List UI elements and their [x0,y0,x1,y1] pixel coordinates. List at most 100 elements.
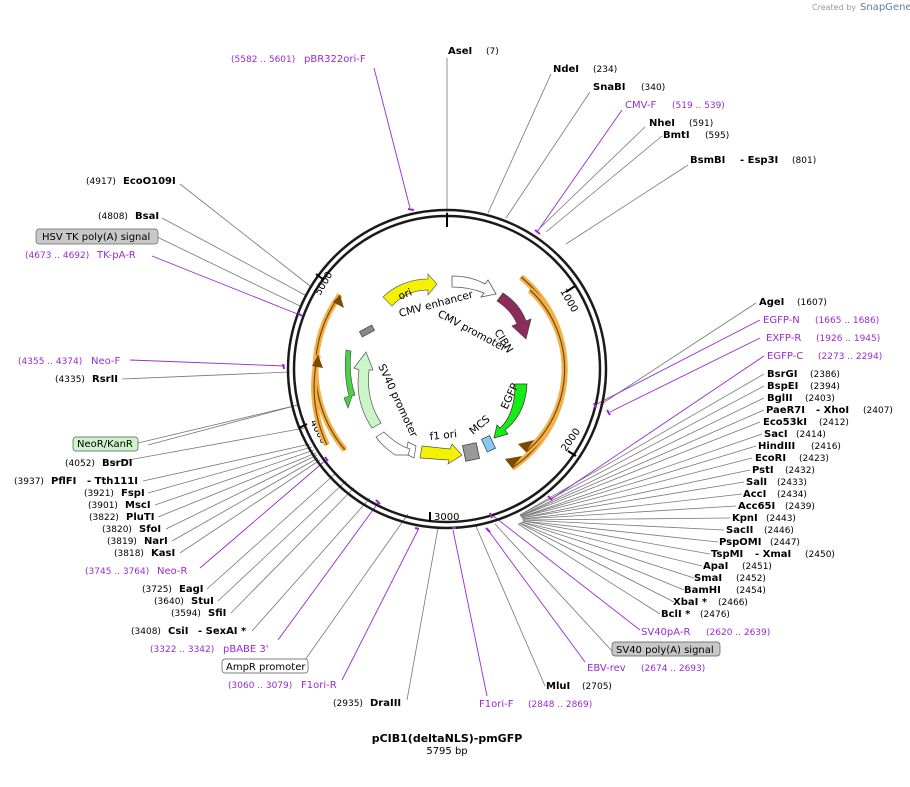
enzyme-eagi-pos: (3725) [142,585,172,595]
left-labels: (4917) EcoO109I (4808) BsaI HSV TK poly(… [14,176,401,709]
enzyme-pflfi: PflFI [51,476,76,487]
enzyme-acc65i: Acc65I [738,501,775,512]
plasmid-name: pCIB1(deltaNLS)-pmGFP [372,732,523,745]
enzyme-xhoi: - XhoI [816,405,849,416]
enzyme-rsrii: RsrII [92,374,118,385]
enzyme-paer7i: PaeR7I [766,405,805,416]
enzyme-bsrgi: BsrGI [767,369,797,380]
snapgene-logo: SnapGene [860,2,910,13]
primer-f1ori-f-pos: (2848 .. 2869) [528,700,592,710]
enzyme-eco53ki: Eco53kI [763,417,807,428]
enzyme-tspmi-pos: (2450) [805,550,835,560]
enzyme-kasi-pos: (3818) [114,549,144,559]
enzyme-sfii-pos: (3594) [171,609,201,619]
primer-tk-pa-r-pos: (4673 .. 4692) [25,251,89,261]
primer-pbr322ori-f: pBR322ori-F [304,54,366,65]
enzyme-sacii-pos: (2446) [764,526,794,536]
primer-f1ori-r-pos: (3060 .. 3079) [228,681,292,691]
enzyme-bsrdi-pos: (4052) [65,459,95,469]
enzyme-draiii: DraIII [370,698,401,709]
enzyme-sexai: - SexAI * [198,626,247,637]
enzyme-mlui: MluI [546,681,570,692]
enzyme-bsrdi: BsrDI [102,458,133,469]
neor-kanr-box [72,436,139,452]
enzyme-fspi-pos: (3921) [84,489,114,499]
feature-sv40-origin [375,431,411,456]
enzyme-tspmi: TspMI [711,549,743,560]
hsv-tk-polya-label: HSV TK poly(A) signal [42,232,150,243]
enzyme-apai-pos: (2451) [742,562,772,572]
enzyme-msci-pos: (3901) [88,501,118,511]
enzyme-xmai: - XmaI [755,549,791,560]
primer-egfp-c-pos: (2273 .. 2294) [818,352,882,362]
enzyme-bsmbi-pos: (801) [792,156,816,166]
enzyme-sali-pos: (2433) [777,478,807,488]
hsv-tk-polya-box [35,228,159,245]
feature-sv40-promoter [353,351,382,429]
feature-sv40-small-green [343,349,356,409]
enzyme-bspei-pos: (2394) [810,382,840,392]
primer-f1ori-r: F1ori-R [301,680,337,691]
enzyme-sacii: SacII [726,525,753,536]
enzyme-smai-pos: (2452) [736,574,766,584]
enzyme-ecori-pos: (2423) [799,454,829,464]
enzyme-agei: AgeI [759,297,784,308]
feature-egfp [493,383,528,439]
enzyme-esp3i: - Esp3I [740,155,778,166]
enzyme-nhei-pos: (591) [689,119,713,129]
primer-leader-lines [129,67,765,697]
plasmid-backbone [286,208,608,530]
feature-f1-ori [419,443,463,465]
enzyme-hindiii-pos: (2416) [811,442,841,452]
primer-pbabe-3: pBABE 3' [223,644,269,655]
ampr-promoter-box [221,658,309,674]
enzyme-saci: SacI [764,429,788,440]
enzyme-stui-pos: (3640) [154,597,184,607]
sv40-polya-box [611,641,721,657]
enzyme-mlui-pos: (2705) [582,682,612,692]
primer-exfp-r-pos: (1926 .. 1945) [816,334,880,344]
enzyme-acc65i-pos: (2439) [785,502,815,512]
primer-tk-pa-r: TK-pA-R [96,250,136,261]
enzyme-apai: ApaI [703,561,728,572]
enzyme-bsai: BsaI [135,211,159,222]
enzyme-kasi: KasI [151,548,175,559]
primer-egfp-n-pos: (1665 .. 1686) [815,316,879,326]
feature-gray-block [462,442,480,462]
enzyme-fspi: FspI [121,488,145,499]
primer-egfp-n: EGFP-N [763,315,800,326]
enzyme-hindiii: HindIII [758,441,795,452]
enzyme-ecori: EcoRI [755,453,786,464]
ruler-ticks [298,273,577,522]
top-labels: AseI (7) NdeI (234) SnaBI (340) CMV-F (5… [231,46,816,166]
enzyme-bmti: BmtI [663,130,690,141]
enzyme-ndei: NdeI [553,64,579,75]
ampr-promoter-label: AmpR promoter [226,662,306,673]
enzyme-xbai: XbaI * [673,597,708,608]
enzyme-bamhi: BamHI [684,585,721,596]
enzyme-bglii: BglII [767,393,793,404]
enzyme-pspomi: PspOMI [719,537,761,548]
enzyme-acci-pos: (2434) [777,490,807,500]
enzyme-pflfi-pos: (3937) [14,477,44,487]
enzyme-kpni: KpnI [732,513,758,524]
primer-sv40pa-r: SV40pA-R [641,627,690,638]
primer-pbabe-3-pos: (3322 .. 3342) [150,645,214,655]
primer-neo-f-pos: (4355 .. 4374) [18,357,82,367]
enzyme-bamhi-pos: (2454) [736,586,766,596]
enzyme-ecoo109i-pos: (4917) [86,177,116,187]
sv40-promoter-label: SV40 promoter [375,362,420,440]
enzyme-tth111i: - Tth111I [87,476,138,487]
primer-ebv-rev: EBV-rev [587,663,626,674]
primer-exfp-r: EXFP-R [766,333,801,344]
neor-kanr-label: NeoR/KanR [77,439,133,450]
enzyme-bmti-pos: (595) [705,131,729,141]
created-by-credit: Created by [812,3,856,12]
small-markers [359,324,375,338]
enzyme-agei-pos: (1607) [797,298,827,308]
enzyme-csii-pos: (3408) [131,627,161,637]
primer-neo-f: Neo-F [91,356,121,367]
primer-cmv-f-pos: (519 .. 539) [672,101,725,111]
enzyme-bcli-pos: (2476) [700,610,730,620]
f1-ori-label: f1 ori [429,428,457,443]
